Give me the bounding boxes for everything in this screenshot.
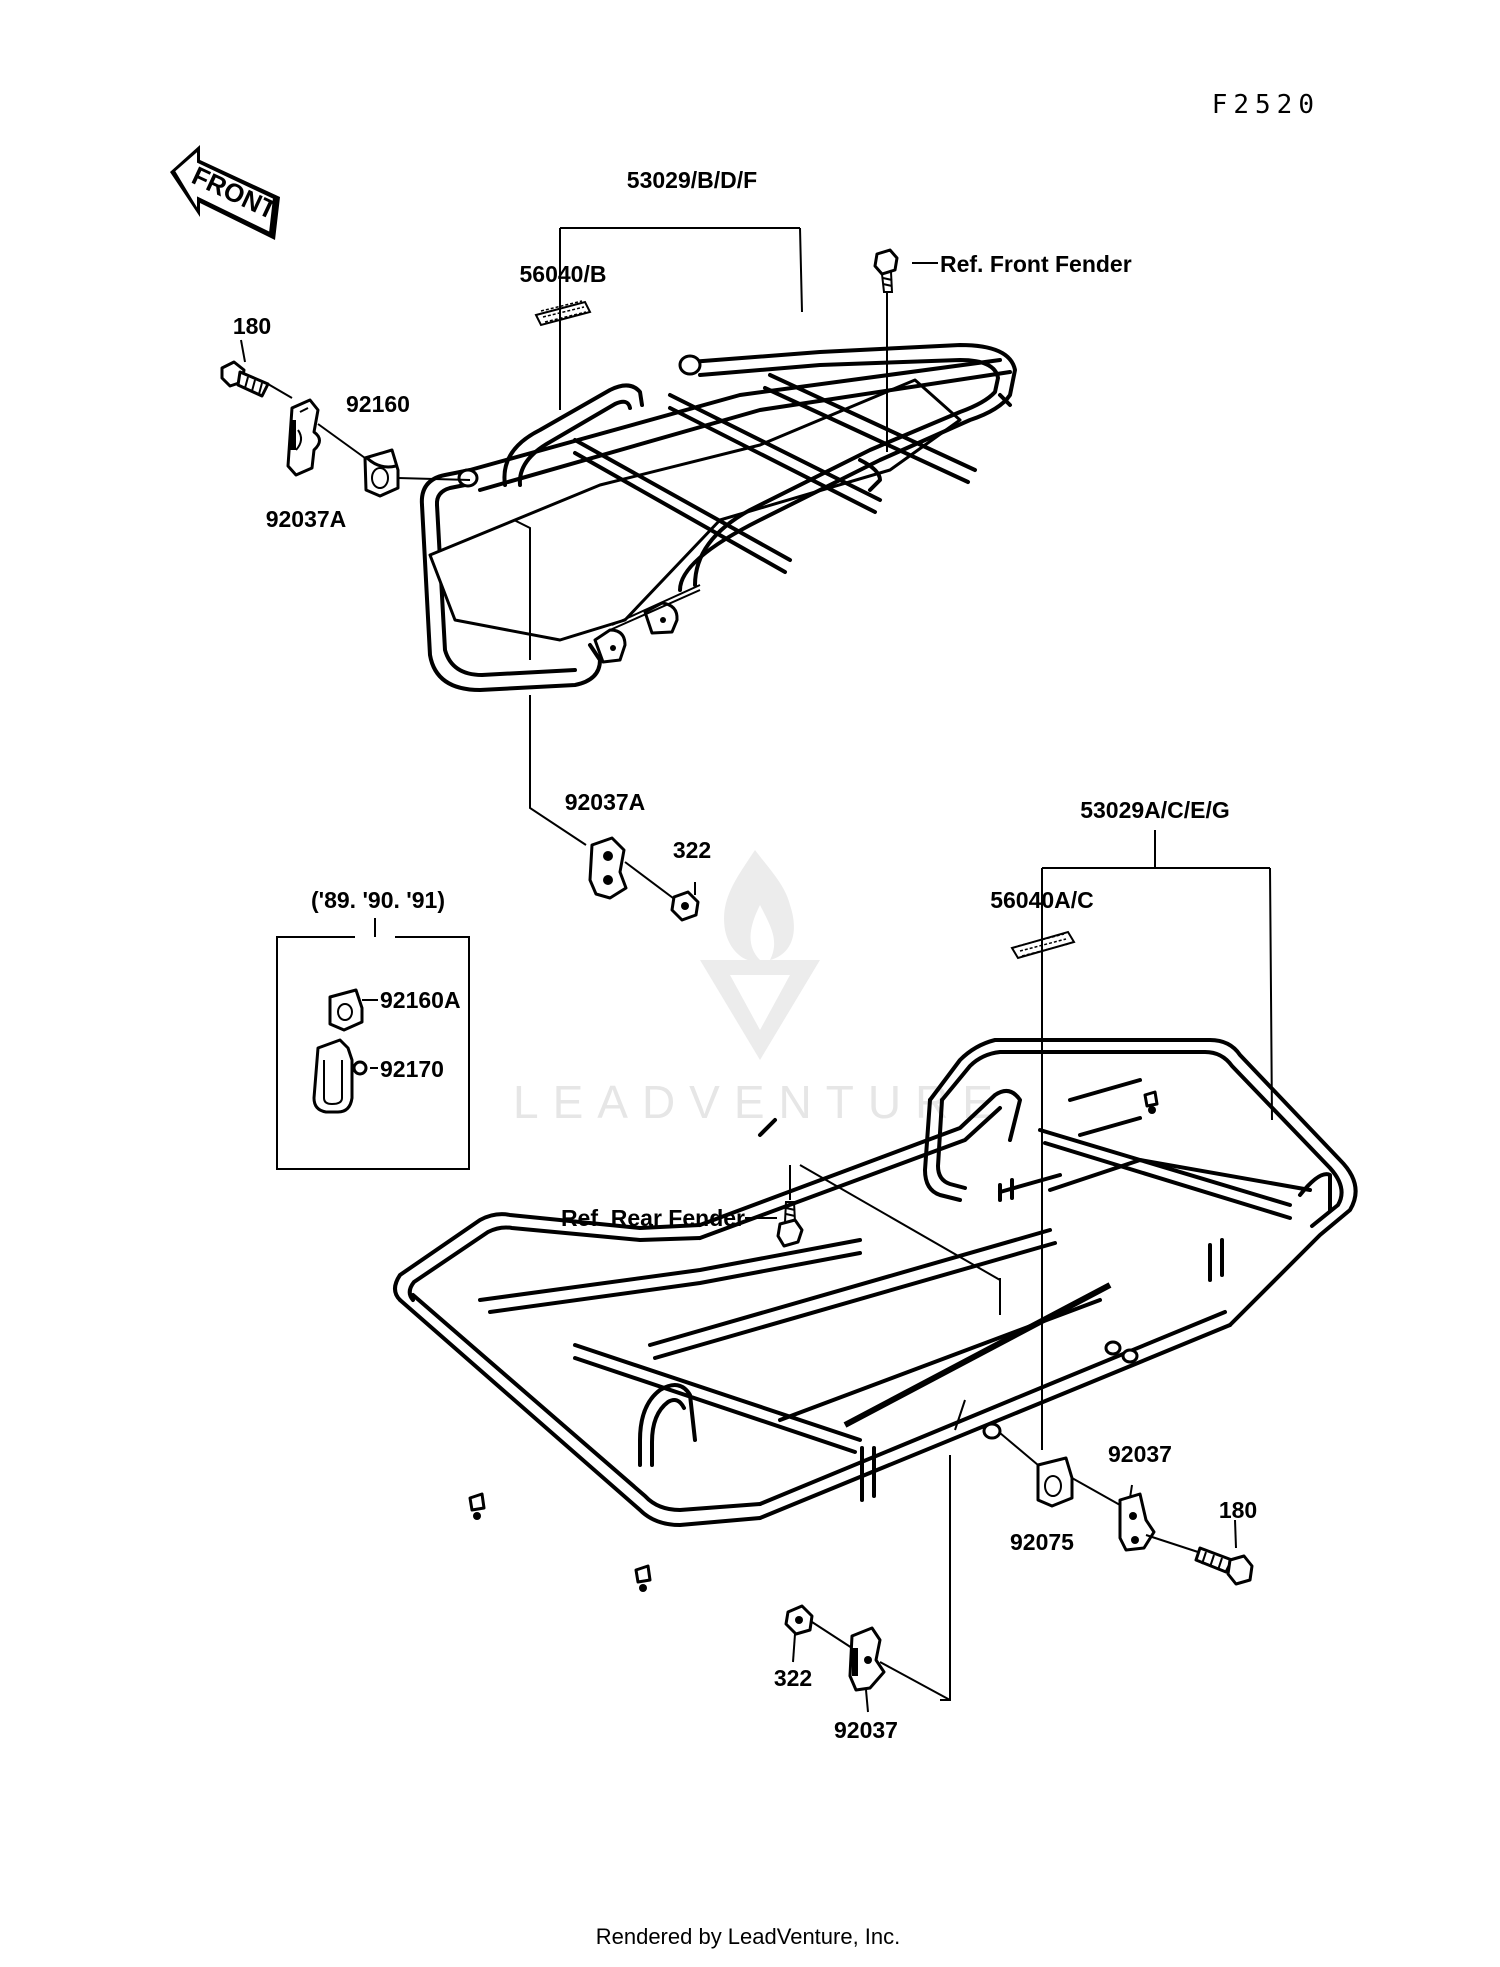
diagram-code: F2520	[1212, 90, 1320, 120]
watermark: LEADVENTURE	[513, 850, 1007, 1128]
rear-bracket-lower	[848, 1626, 886, 1692]
years-inset: ('89. '90. '91) 92160A 92170	[276, 887, 470, 1170]
rear-fender-bolt	[776, 1201, 804, 1248]
label-front-bracket-upper: 92037A	[266, 506, 347, 532]
label-box-bushing: 92160A	[380, 987, 461, 1013]
footer-credit: Rendered by LeadVenture, Inc.	[596, 1924, 901, 1949]
rear-bracket-right	[1118, 1492, 1156, 1552]
rear-bushing-92075	[1036, 1456, 1074, 1508]
label-rear-bracket-right: 92037	[1108, 1441, 1172, 1467]
rear-leaders	[745, 830, 1273, 1713]
front-leaders	[240, 227, 938, 899]
rear-bolt-180	[1194, 1546, 1254, 1586]
front-bolt-180	[220, 360, 270, 398]
label-rear-carrier: 53029A/C/E/G	[1080, 797, 1230, 823]
watermark-v-icon	[700, 960, 820, 1060]
label-years: ('89. '90. '91)	[311, 887, 445, 913]
front-carrier	[419, 343, 1017, 692]
label-front-bushing: 92160	[346, 391, 410, 417]
label-rear-bracket-lower: 92037	[834, 1717, 898, 1743]
watermark-text: LEADVENTURE	[513, 1076, 1007, 1128]
front-bushing-92160	[363, 448, 400, 498]
box-clamp-92170	[312, 1038, 368, 1114]
front-nut-322	[670, 890, 700, 922]
label-ref-front-fender: Ref. Front Fender	[940, 251, 1132, 277]
rear-carrier	[393, 930, 1358, 1592]
label-front-bolt: 180	[233, 313, 271, 339]
front-bracket-lower	[588, 836, 628, 900]
front-fender-bolt	[873, 248, 899, 293]
box-bushing-92160a	[328, 988, 364, 1032]
front-reflector	[534, 300, 592, 327]
label-front-reflector: 56040/B	[520, 261, 607, 287]
label-front-bracket-lower: 92037A	[565, 789, 646, 815]
label-front-carrier: 53029/B/D/F	[627, 167, 757, 193]
label-rear-reflector: 56040A/C	[990, 887, 1094, 913]
watermark-flame-icon	[724, 850, 794, 962]
label-box-clamp: 92170	[380, 1056, 444, 1082]
years-inset-frame	[276, 936, 470, 1170]
rear-nut-322	[784, 1604, 814, 1636]
front-direction-arrow-icon: FRONT	[170, 145, 281, 240]
label-ref-rear-fender: Ref. Rear Fender	[561, 1205, 745, 1231]
label-rear-bolt: 180	[1219, 1497, 1257, 1523]
label-front-nut: 322	[673, 837, 711, 863]
label-rear-nut: 322	[774, 1665, 812, 1691]
label-rear-bushing: 92075	[1010, 1529, 1074, 1555]
front-bracket-upper	[286, 398, 321, 477]
